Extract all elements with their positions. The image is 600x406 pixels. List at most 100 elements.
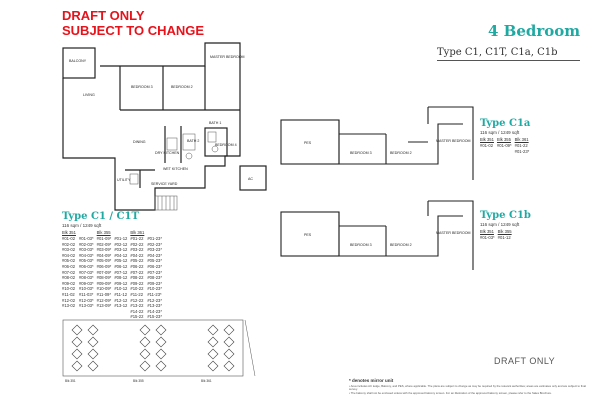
type-c1b-area: 116 sqm / 1249 sqft [480, 222, 520, 227]
unit-number: #07-02 [62, 269, 76, 275]
room-wet-kitchen: WET KITCHEN [163, 167, 188, 171]
unit-number: #01-12 [114, 236, 128, 241]
unit-number: #01-02 [62, 236, 76, 241]
draft-line-2: SUBJECT TO CHANGE [62, 23, 205, 38]
unit-number: #05-12 [114, 258, 128, 264]
unit-number: #15-23* [147, 314, 162, 320]
page-title: 4 Bedroom [488, 22, 581, 40]
unit-number: #08-03* [78, 275, 94, 281]
site-block-shape [155, 360, 167, 372]
table-row: #01-23* [480, 149, 532, 155]
room-dry-kitchen: DRY KITCHEN [155, 151, 180, 155]
unit-number: #01-23* [147, 236, 162, 241]
unit-number: #03-09* [96, 247, 112, 253]
unit-number: #07-03* [78, 269, 94, 275]
unit-number: #01-02 [480, 143, 494, 148]
block-header: Blk 361 [130, 230, 145, 235]
mirror-note: * denotes mirror unit [349, 378, 394, 383]
site-block-shape [207, 324, 219, 336]
site-block-shape [207, 348, 219, 360]
unit-number [497, 149, 515, 155]
unit-number: #15-22 [130, 314, 144, 320]
table-row: #01-02#01-03*#01-09*#01-12#01-22#01-23* [62, 236, 165, 242]
type-c1a-plan: PES BEDROOM 3 BEDROOM 2 MASTER BEDROOM [280, 106, 474, 180]
unit-number: #10-12 [114, 286, 128, 292]
unit-number: #12-23* [147, 297, 162, 303]
unit-number: #12-03* [78, 297, 94, 303]
room-bath-2: BATH 2 [187, 139, 199, 143]
c1a-room-bedroom-2: BEDROOM 2 [390, 151, 412, 155]
unit-number: #13-09* [96, 303, 112, 309]
draft-footer: DRAFT ONLY [494, 356, 556, 366]
room-utility: UTILITY [117, 178, 131, 182]
unit-number: #05-23* [147, 258, 162, 264]
unit-number: #13-02 [62, 303, 76, 309]
unit-number: #04-12 [114, 252, 128, 258]
unit-number: #03-23* [147, 247, 162, 253]
c1b-room-pes: PES [304, 233, 312, 237]
unit-number: #13-23* [147, 303, 162, 309]
unit-number: #02-02 [62, 241, 76, 247]
unit-number: #04-02 [62, 252, 76, 258]
unit-number: #10-09* [96, 286, 112, 292]
unit-number: #10-03* [78, 286, 94, 292]
main-floor-plan: BALCONY MASTER BEDROOM BEDROOM 3 BEDROOM… [62, 42, 267, 211]
room-bath-1: BATH 1 [209, 121, 221, 125]
unit-number: #02-03* [78, 241, 94, 247]
unit-number: #03-12 [114, 247, 128, 253]
c1a-room-master: MASTER BEDROOM [436, 139, 471, 143]
site-label-1: Blk 351 [65, 379, 76, 383]
unit-number: #12-09* [96, 297, 112, 303]
room-balcony: BALCONY [69, 59, 87, 63]
unit-number: #01-03* [78, 236, 94, 241]
type-c1-label: Type C1 / C1T [62, 211, 139, 222]
site-block-shape [71, 336, 83, 348]
site-block-shape [139, 324, 151, 336]
unit-number: #09-09* [96, 280, 112, 286]
unit-number: #08-12 [114, 275, 128, 281]
unit-number: #02-22 [130, 241, 144, 247]
unit-number: #07-12 [114, 269, 128, 275]
site-block-shape [87, 336, 99, 348]
unit-number: #06-03* [78, 263, 94, 269]
type-c1b-plan: PES BEDROOM 3 BEDROOM 2 MASTER BEDROOM [280, 200, 474, 270]
fine-print-2: • The balcony shall not be enclosed unle… [349, 390, 552, 395]
site-block-shape [223, 324, 235, 336]
site-key-plan: Blk 351 Blk 355 Blk 361 [62, 319, 256, 383]
c1a-room-bedroom-3: BEDROOM 3 [350, 151, 372, 155]
draft-notice: DRAFT ONLY SUBJECT TO CHANGE [62, 8, 204, 38]
type-c1-area: 116 sqm / 1249 sqft [62, 223, 102, 228]
unit-number: #08-23* [147, 275, 162, 281]
unit-number: #08-09* [96, 275, 112, 281]
unit-number: #06-12 [114, 263, 128, 269]
unit-number: #11-02 [62, 291, 75, 297]
c1b-room-bedroom-3: BEDROOM 3 [350, 243, 372, 247]
site-block-shape [139, 360, 151, 372]
unit-number: #06-22 [130, 263, 144, 269]
table-row: #04-02#04-03*#04-09*#04-12#04-22#04-23* [62, 253, 165, 259]
unit-number: #05-09* [96, 258, 112, 264]
unit-number: #01-09* [496, 143, 512, 148]
unit-number: #03-03* [78, 247, 94, 253]
unit-number: #01-22 [514, 143, 528, 148]
unit-number: #11-23* [147, 291, 162, 297]
table-row: #03-02#03-03*#03-09*#03-12#03-22#03-23* [62, 247, 165, 253]
unit-number: #01-22 [130, 236, 144, 241]
table-row: #01-02#01-09*#01-22 [480, 143, 532, 149]
page-subtitle: Type C1, C1T, C1a, C1b [437, 47, 558, 58]
site-block-shape [87, 324, 99, 336]
unit-number: #09-02 [62, 280, 76, 286]
site-block-shape [155, 324, 167, 336]
site-block-shape [71, 348, 83, 360]
unit-number: #13-03* [78, 303, 94, 309]
unit-number: #07-23* [147, 269, 162, 275]
unit-number: #06-09* [96, 263, 112, 269]
unit-number: #01-09* [96, 236, 112, 241]
room-bedroom-2: BEDROOM 2 [171, 85, 193, 89]
unit-number: #09-22 [130, 280, 144, 286]
unit-number: #09-12 [114, 280, 128, 286]
type-c1a-area: 116 sqm / 1249 sqft [480, 130, 520, 135]
unit-number: #11-09* [96, 291, 111, 297]
